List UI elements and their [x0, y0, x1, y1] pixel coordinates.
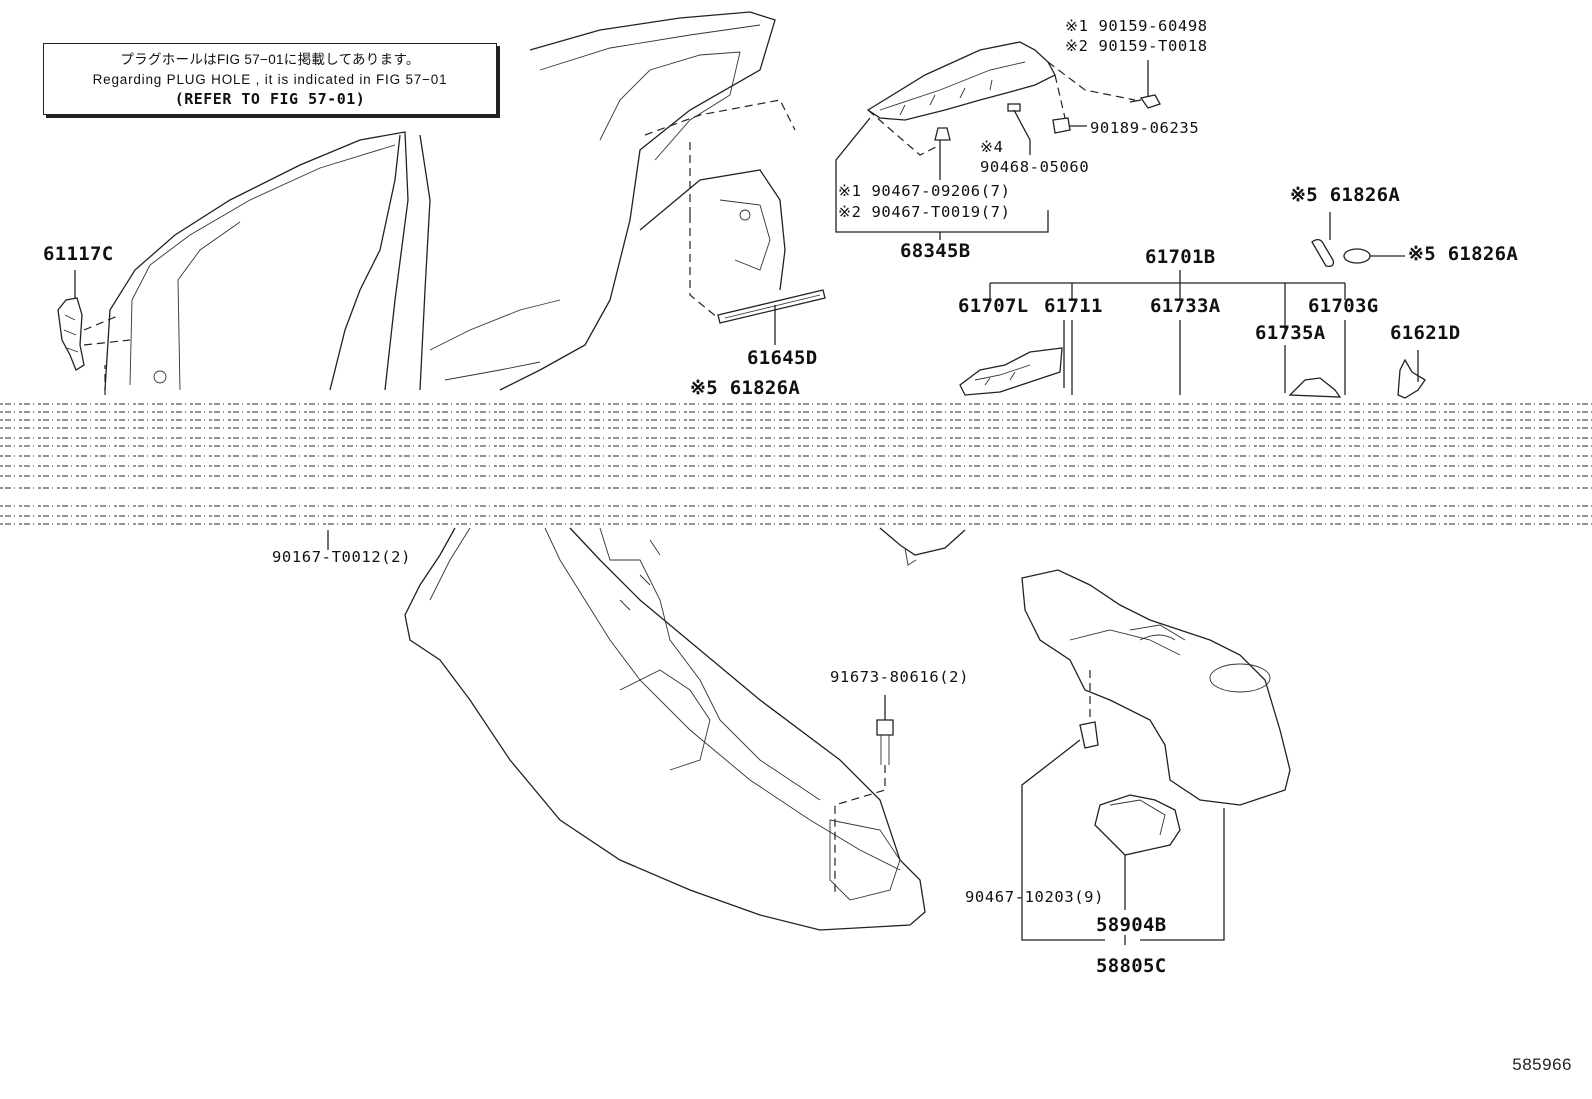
part-label-61711[interactable]: 61711	[1044, 295, 1103, 317]
bolt-91673-drawing	[834, 695, 894, 895]
part-label-68345b[interactable]: 68345B	[900, 240, 971, 262]
part-label-90159-60498[interactable]: ※1 90159-60498	[1065, 17, 1208, 35]
part-label-61621d[interactable]: 61621D	[1390, 322, 1461, 344]
body-side-panel-drawing	[104, 11, 786, 391]
part-label-58805c[interactable]: 58805C	[1096, 955, 1167, 977]
part-label-90468-note: ※4	[980, 138, 1004, 156]
part-label-90467-10203[interactable]: 90467-10203(9)	[965, 888, 1105, 906]
bracket-68345b-drawing	[835, 41, 1161, 240]
note-reference-text: (REFER TO FIG 57-01)	[174, 90, 366, 108]
figure-number: 585966	[1512, 1055, 1572, 1074]
part-label-61117c[interactable]: 61117C	[43, 243, 114, 265]
part-label-61826a-lower[interactable]: ※5 61826A	[690, 377, 801, 399]
scan-noise-band	[0, 403, 1592, 525]
part-label-61701b[interactable]: 61701B	[1145, 246, 1216, 268]
bracket-61117c-drawing	[57, 270, 131, 395]
part-label-90159-t0018[interactable]: ※2 90159-T0018	[1065, 37, 1208, 55]
part-label-58904b[interactable]: 58904B	[1096, 914, 1167, 936]
part-label-61703g[interactable]: 61703G	[1308, 295, 1379, 317]
part-label-90468-05060[interactable]: 90468-05060	[980, 158, 1090, 176]
lower-body-drawing	[327, 527, 966, 931]
plug-hole-note-box: プラグホールはFIG 57−01に掲載してあります。 Regarding PLU…	[43, 43, 497, 115]
group-61701b-drawing	[959, 270, 1426, 399]
part-label-90467-t0019[interactable]: ※2 90467-T0019(7)	[838, 203, 1011, 221]
part-label-61826a-right[interactable]: ※5 61826A	[1408, 243, 1519, 265]
part-label-61645d[interactable]: 61645D	[747, 347, 818, 369]
part-label-61707l[interactable]: 61707L	[958, 295, 1029, 317]
part-label-90467-09206[interactable]: ※1 90467-09206(7)	[838, 182, 1011, 200]
console-box-drawing	[1021, 569, 1291, 945]
part-label-90189-06235[interactable]: 90189-06235	[1090, 119, 1200, 137]
part-label-61735a[interactable]: 61735A	[1255, 322, 1326, 344]
part-label-61733a[interactable]: 61733A	[1150, 295, 1221, 317]
garnish-strip-drawing	[644, 99, 826, 345]
note-english-text: Regarding PLUG HOLE , it is indicated in…	[92, 72, 448, 87]
part-label-61826a-top[interactable]: ※5 61826A	[1290, 184, 1401, 206]
plug-hole-drawing	[1311, 212, 1405, 268]
part-label-91673-80616[interactable]: 91673-80616(2)	[830, 668, 970, 686]
note-japanese-text: プラグホールはFIG 57−01に掲載してあります。	[120, 52, 420, 67]
part-label-90167-t0012[interactable]: 90167-T0012(2)	[272, 548, 412, 566]
